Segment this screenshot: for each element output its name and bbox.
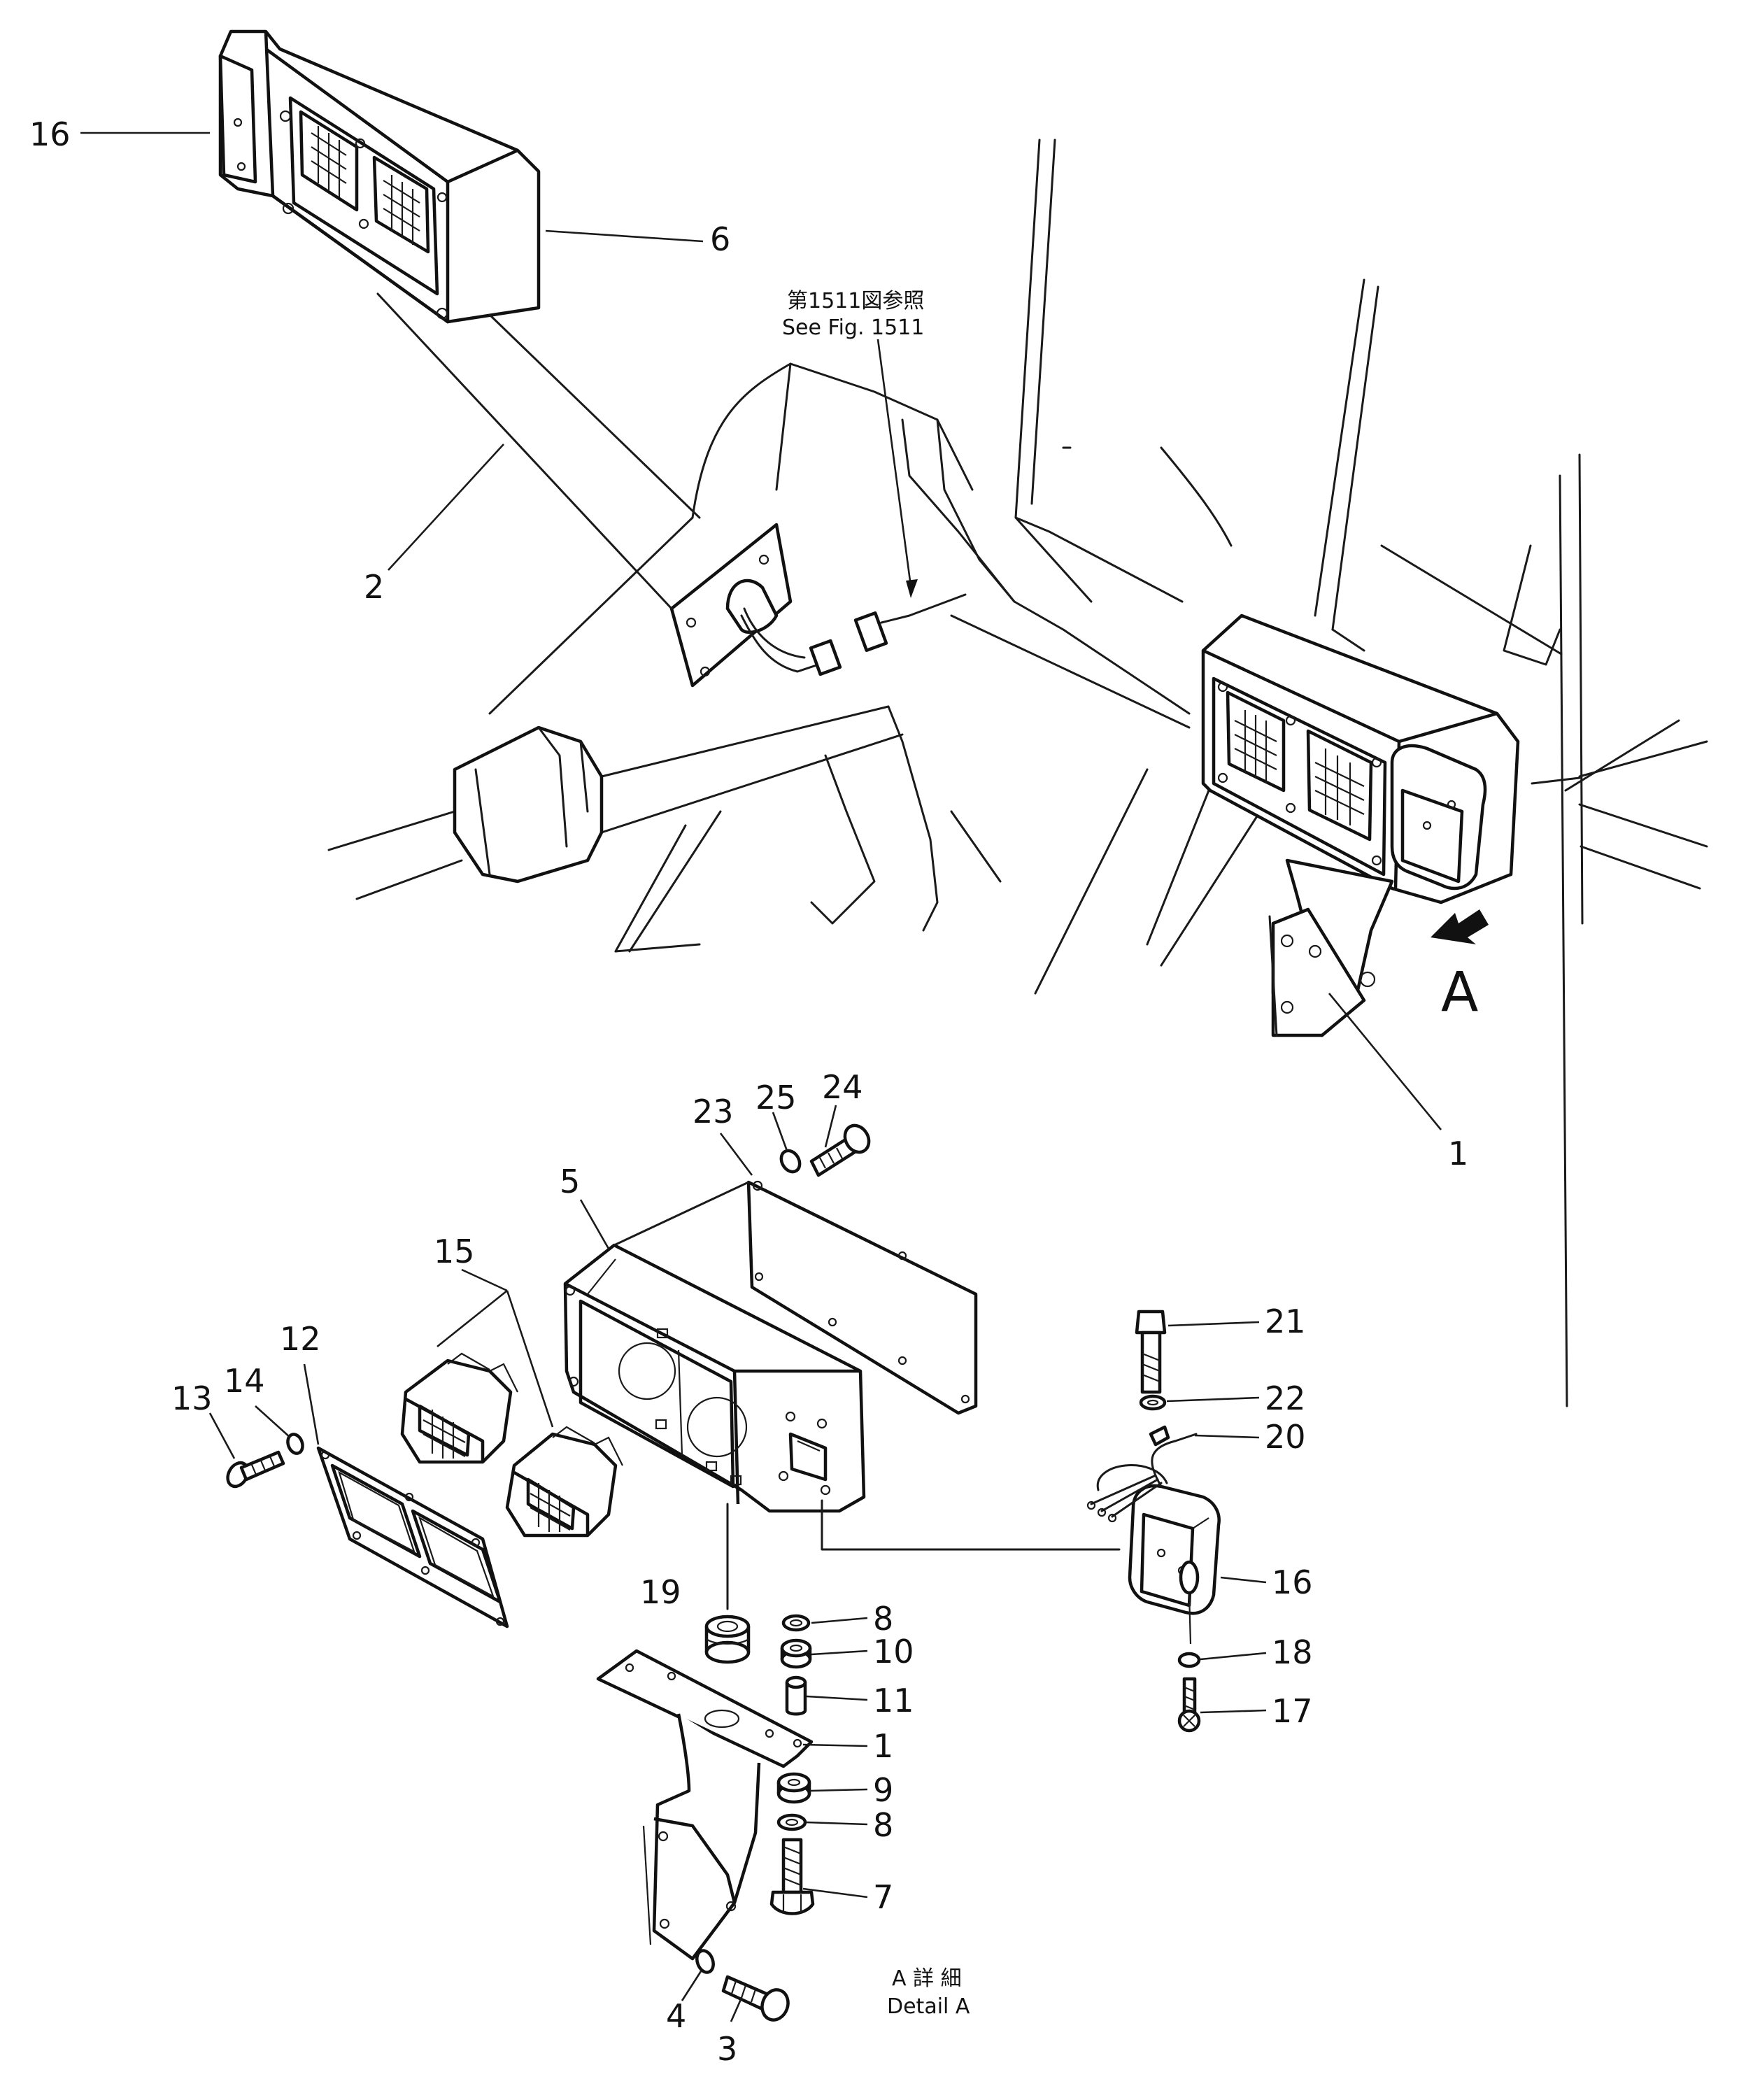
callout-11: 11 [873,1682,914,1719]
collar-11 [785,1675,807,1716]
callout-18: 18 [1272,1633,1313,1671]
callout-2: 2 [364,568,384,606]
harness-20 [1086,1425,1198,1523]
callout-24: 24 [822,1068,863,1106]
washer-4 [695,1949,715,1974]
callout-4: 4 [666,1997,686,2035]
grommet-19 [704,1615,751,1664]
bolt-3 [721,1975,790,2022]
washer-8-bottom [776,1813,807,1831]
callout-7: 7 [873,1878,893,1916]
figure-reference: 第1511図参照 See Fig. 1511 [782,289,924,598]
callout-10: 10 [873,1633,914,1670]
rubber-mount-10 [780,1638,812,1669]
callout-5: 5 [560,1163,580,1200]
marker-lamp-16 [1128,1484,1221,1645]
callout-25: 25 [755,1079,797,1116]
lamp-assembly-left [218,29,701,610]
callout-1-top: 1 [1448,1135,1468,1172]
callout-8-bottom: 8 [873,1806,893,1844]
cylinder [453,725,604,884]
cab-frame [1014,139,1708,1407]
lamp-assembly-right [1201,613,1520,1037]
washer-25 [779,1149,802,1174]
bolt-24 [809,1123,871,1177]
callout-1: 1 [873,1727,893,1765]
callout-16-top: 16 [29,115,71,153]
rubber-mount-9 [776,1772,811,1804]
callout-3: 3 [717,2030,737,2068]
callout-13: 13 [171,1379,213,1417]
figure-reference-jp: 第1511図参照 [787,289,924,313]
body-mount-plate [669,523,967,688]
callout-16: 16 [1272,1563,1313,1601]
callout-6: 6 [710,220,730,258]
machine-body [327,362,1289,995]
screw-13 [226,1450,285,1489]
bolt-7 [769,1838,815,1915]
cover-plate-23 [613,1180,978,1415]
callout-9: 9 [873,1771,893,1809]
washer-14 [286,1433,304,1455]
lamp-housing-5 [563,1243,866,1513]
callout-8-top: 8 [873,1600,893,1638]
washer-22 [1139,1394,1167,1411]
detail-caption-en: Detail A [887,1994,970,2019]
view-marker-label: A [1441,961,1478,1024]
callout-17: 17 [1272,1692,1313,1730]
screw-17 [1177,1677,1201,1733]
work-lamp-15b [505,1426,623,1538]
callout-19: 19 [640,1573,681,1611]
bolt-21 [1135,1310,1167,1394]
detail-caption-jp: A 詳 細 [892,1966,962,1991]
figure-reference-en: See Fig. 1511 [782,315,924,340]
callout-20: 20 [1265,1418,1306,1456]
mount-bracket-1 [596,1649,814,1961]
callout-23: 23 [693,1093,734,1130]
callout-15: 15 [434,1233,475,1270]
callout-14: 14 [224,1362,265,1400]
view-arrow-a: A [1431,909,1489,1024]
callout-21: 21 [1265,1303,1306,1340]
washer-8-top [781,1614,811,1632]
work-lamp-15a [400,1352,518,1464]
wire-leader-16 [821,1499,1121,1551]
callout-22: 22 [1265,1379,1306,1417]
callout-12: 12 [280,1320,321,1358]
washer-18 [1177,1652,1201,1668]
leader-lines [80,132,1442,2022]
gasket-12 [316,1446,509,1629]
